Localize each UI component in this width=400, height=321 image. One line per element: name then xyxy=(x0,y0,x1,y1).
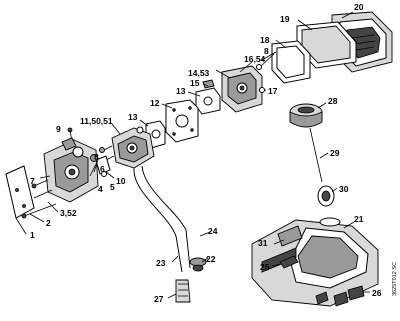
carburetor xyxy=(103,126,155,169)
callout-18: 18 xyxy=(260,35,270,45)
callout-8-lower: 8 xyxy=(94,152,99,162)
callout-13-upper: 13 xyxy=(176,86,186,96)
drawing-code: 3625T012 SC xyxy=(392,262,398,296)
callouts: 20 19 18 8 16,54 17 14,53 15 13 12 13 11… xyxy=(30,2,382,304)
callout-28: 28 xyxy=(328,96,338,106)
retaining-ring xyxy=(317,185,335,207)
callout-3-52: 3,52 xyxy=(60,208,77,218)
plate-12 xyxy=(165,99,199,143)
callout-5: 5 xyxy=(110,182,115,192)
tank-cap xyxy=(289,103,323,128)
callout-14-53: 14,53 xyxy=(188,68,210,78)
callout-17: 17 xyxy=(268,86,278,96)
callout-6: 6 xyxy=(100,164,105,174)
callout-1: 1 xyxy=(30,230,35,240)
gasket-upper xyxy=(195,87,221,115)
callout-24: 24 xyxy=(208,226,218,236)
callout-15: 15 xyxy=(190,78,200,88)
callout-10: 10 xyxy=(116,176,126,186)
callout-26: 26 xyxy=(372,288,382,298)
callout-4: 4 xyxy=(98,184,103,194)
callout-13-lower: 13 xyxy=(128,112,138,122)
callout-16-54: 16,54 xyxy=(244,54,266,64)
callout-8-upper: 8 xyxy=(264,46,269,56)
plate-1 xyxy=(5,165,35,219)
screw-2 xyxy=(21,203,57,219)
retaining-strap xyxy=(309,127,323,183)
callout-19: 19 xyxy=(280,14,290,24)
intake-manifold xyxy=(43,139,99,203)
callout-25: 25 xyxy=(260,262,270,272)
carburetor-box xyxy=(221,65,263,113)
grommet-31 xyxy=(277,225,303,247)
gasket-10 xyxy=(95,155,111,177)
part-6-7 xyxy=(90,147,105,162)
small-screws xyxy=(256,53,275,93)
pad-25 xyxy=(279,255,299,269)
callout-11-50-51: 11,50,51 xyxy=(80,116,113,126)
callout-30: 30 xyxy=(339,184,349,194)
part-15 xyxy=(202,79,215,89)
callout-22: 22 xyxy=(206,254,216,264)
callout-27: 27 xyxy=(154,294,164,304)
callout-20: 20 xyxy=(354,2,364,12)
callout-21: 21 xyxy=(354,214,364,224)
filter-frame xyxy=(271,40,311,84)
callout-29: 29 xyxy=(330,148,340,158)
callout-9: 9 xyxy=(56,124,61,134)
pickup-body xyxy=(175,279,191,303)
feet-26 xyxy=(315,285,365,307)
callout-2: 2 xyxy=(46,218,51,228)
callout-12: 12 xyxy=(150,98,160,108)
leader-lines xyxy=(15,11,370,299)
callout-31: 31 xyxy=(258,238,268,248)
callout-7: 7 xyxy=(30,176,35,186)
screw-3-52 xyxy=(33,189,53,199)
part-8-left xyxy=(61,137,77,151)
grommet-22 xyxy=(189,257,207,272)
callout-23: 23 xyxy=(156,258,166,268)
fuel-lines xyxy=(133,165,191,273)
screw-7 xyxy=(31,179,49,189)
